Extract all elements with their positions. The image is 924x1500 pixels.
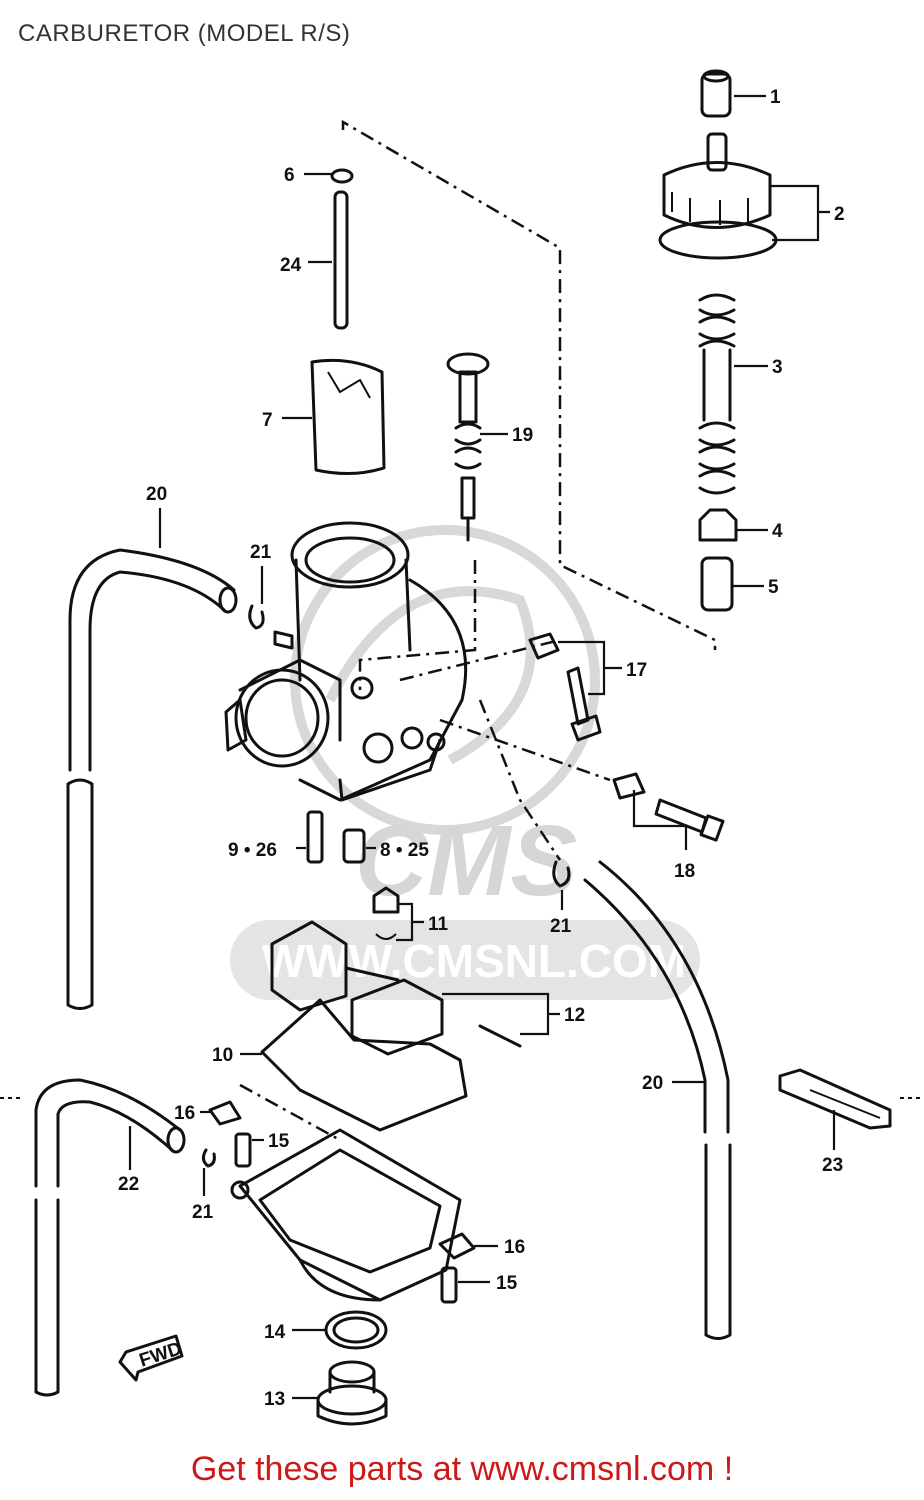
- assembly-guide-line-3: [399, 638, 561, 682]
- callout-20-left: 20: [146, 484, 167, 505]
- assembly-guide-line-5: [478, 699, 562, 861]
- callout-2: 2: [834, 204, 845, 225]
- part-2-top-cover: [658, 132, 778, 260]
- callout-17: 17: [626, 660, 647, 681]
- part-1-cap: [700, 69, 732, 118]
- callout-3: 3: [772, 357, 783, 378]
- part-17-screw-spring: [528, 632, 602, 742]
- callout-13: 13: [264, 1389, 285, 1410]
- callout-19: 19: [512, 425, 533, 446]
- callout-7: 7: [262, 410, 273, 431]
- callout-1: 1: [770, 87, 781, 108]
- leader-lines: [128, 94, 836, 1400]
- part-18-screw-spring: [612, 772, 725, 842]
- part-14-o-ring: [324, 1310, 388, 1350]
- part-9-26-jet: [306, 810, 324, 864]
- callout-21-bottom: 21: [192, 1202, 214, 1223]
- callout-14: 14: [264, 1322, 286, 1343]
- part-3-spring: [698, 293, 736, 495]
- callout-15-left: 15: [268, 1131, 290, 1152]
- callout-labels: 1 2 3 4 5 6 24 7 19 20 21 17 18 9 • 26 8…: [118, 87, 845, 1410]
- part-15-16-screws: [208, 1100, 476, 1304]
- part-20-vent-tube-right: [583, 860, 732, 1340]
- part-4-seat: [698, 508, 738, 542]
- callout-18: 18: [674, 861, 695, 882]
- callout-9-26: 9 • 26: [228, 840, 277, 861]
- part-8-25-jet: [342, 828, 366, 864]
- part-7-throttle-valve: [310, 358, 386, 476]
- callout-4: 4: [772, 521, 783, 542]
- watermark-url: WWW.CMSNL.COM: [262, 935, 686, 987]
- callout-21-top: 21: [250, 542, 272, 563]
- part-5-holder: [700, 556, 734, 612]
- part-13-drain-plug: [316, 1360, 388, 1426]
- forward-arrow-label: FWD: [137, 1338, 185, 1371]
- callout-21-mid: 21: [550, 916, 572, 937]
- watermark-brand: CMS: [355, 805, 577, 917]
- callout-8-25: 8 • 25: [380, 840, 429, 861]
- assembly-guide-line: [341, 119, 717, 650]
- callout-16-left: 16: [174, 1103, 195, 1124]
- page-title: CARBURETOR (MODEL R/S): [18, 20, 351, 47]
- footer-promo-link[interactable]: Get these parts at www.cmsnl.com !: [190, 1450, 734, 1488]
- cms-watermark: CMS WWW.CMSNL.COM: [230, 525, 700, 1000]
- part-23-strap: [778, 1068, 892, 1130]
- part-22-overflow-tube: [34, 1078, 186, 1397]
- part-20-vent-tube-left: [66, 548, 238, 1010]
- callout-23: 23: [822, 1155, 843, 1176]
- forward-arrow-icon: FWD: [118, 1334, 185, 1382]
- part-6-24-jet-needle: [330, 168, 354, 330]
- carburetor-body: [224, 521, 468, 802]
- assembly-guide-line-6: [239, 1083, 341, 1142]
- part-10-gasket: [260, 998, 468, 1132]
- assembly-guide-line-2: [358, 560, 477, 690]
- part-21-clips: [201, 604, 571, 1168]
- callout-11: 11: [428, 914, 449, 935]
- assembly-guide-line-4: [439, 718, 611, 782]
- callout-10: 10: [212, 1045, 233, 1066]
- part-19-idle-screw: [446, 352, 490, 542]
- callout-22: 22: [118, 1174, 139, 1195]
- callout-5: 5: [768, 577, 779, 598]
- callout-24: 24: [280, 255, 302, 276]
- float-chamber: [230, 1128, 462, 1302]
- callout-6: 6: [284, 165, 295, 186]
- callout-15-right: 15: [496, 1273, 518, 1294]
- callout-16-right: 16: [504, 1237, 525, 1258]
- callout-20-right: 20: [642, 1073, 663, 1094]
- callout-12: 12: [564, 1005, 585, 1026]
